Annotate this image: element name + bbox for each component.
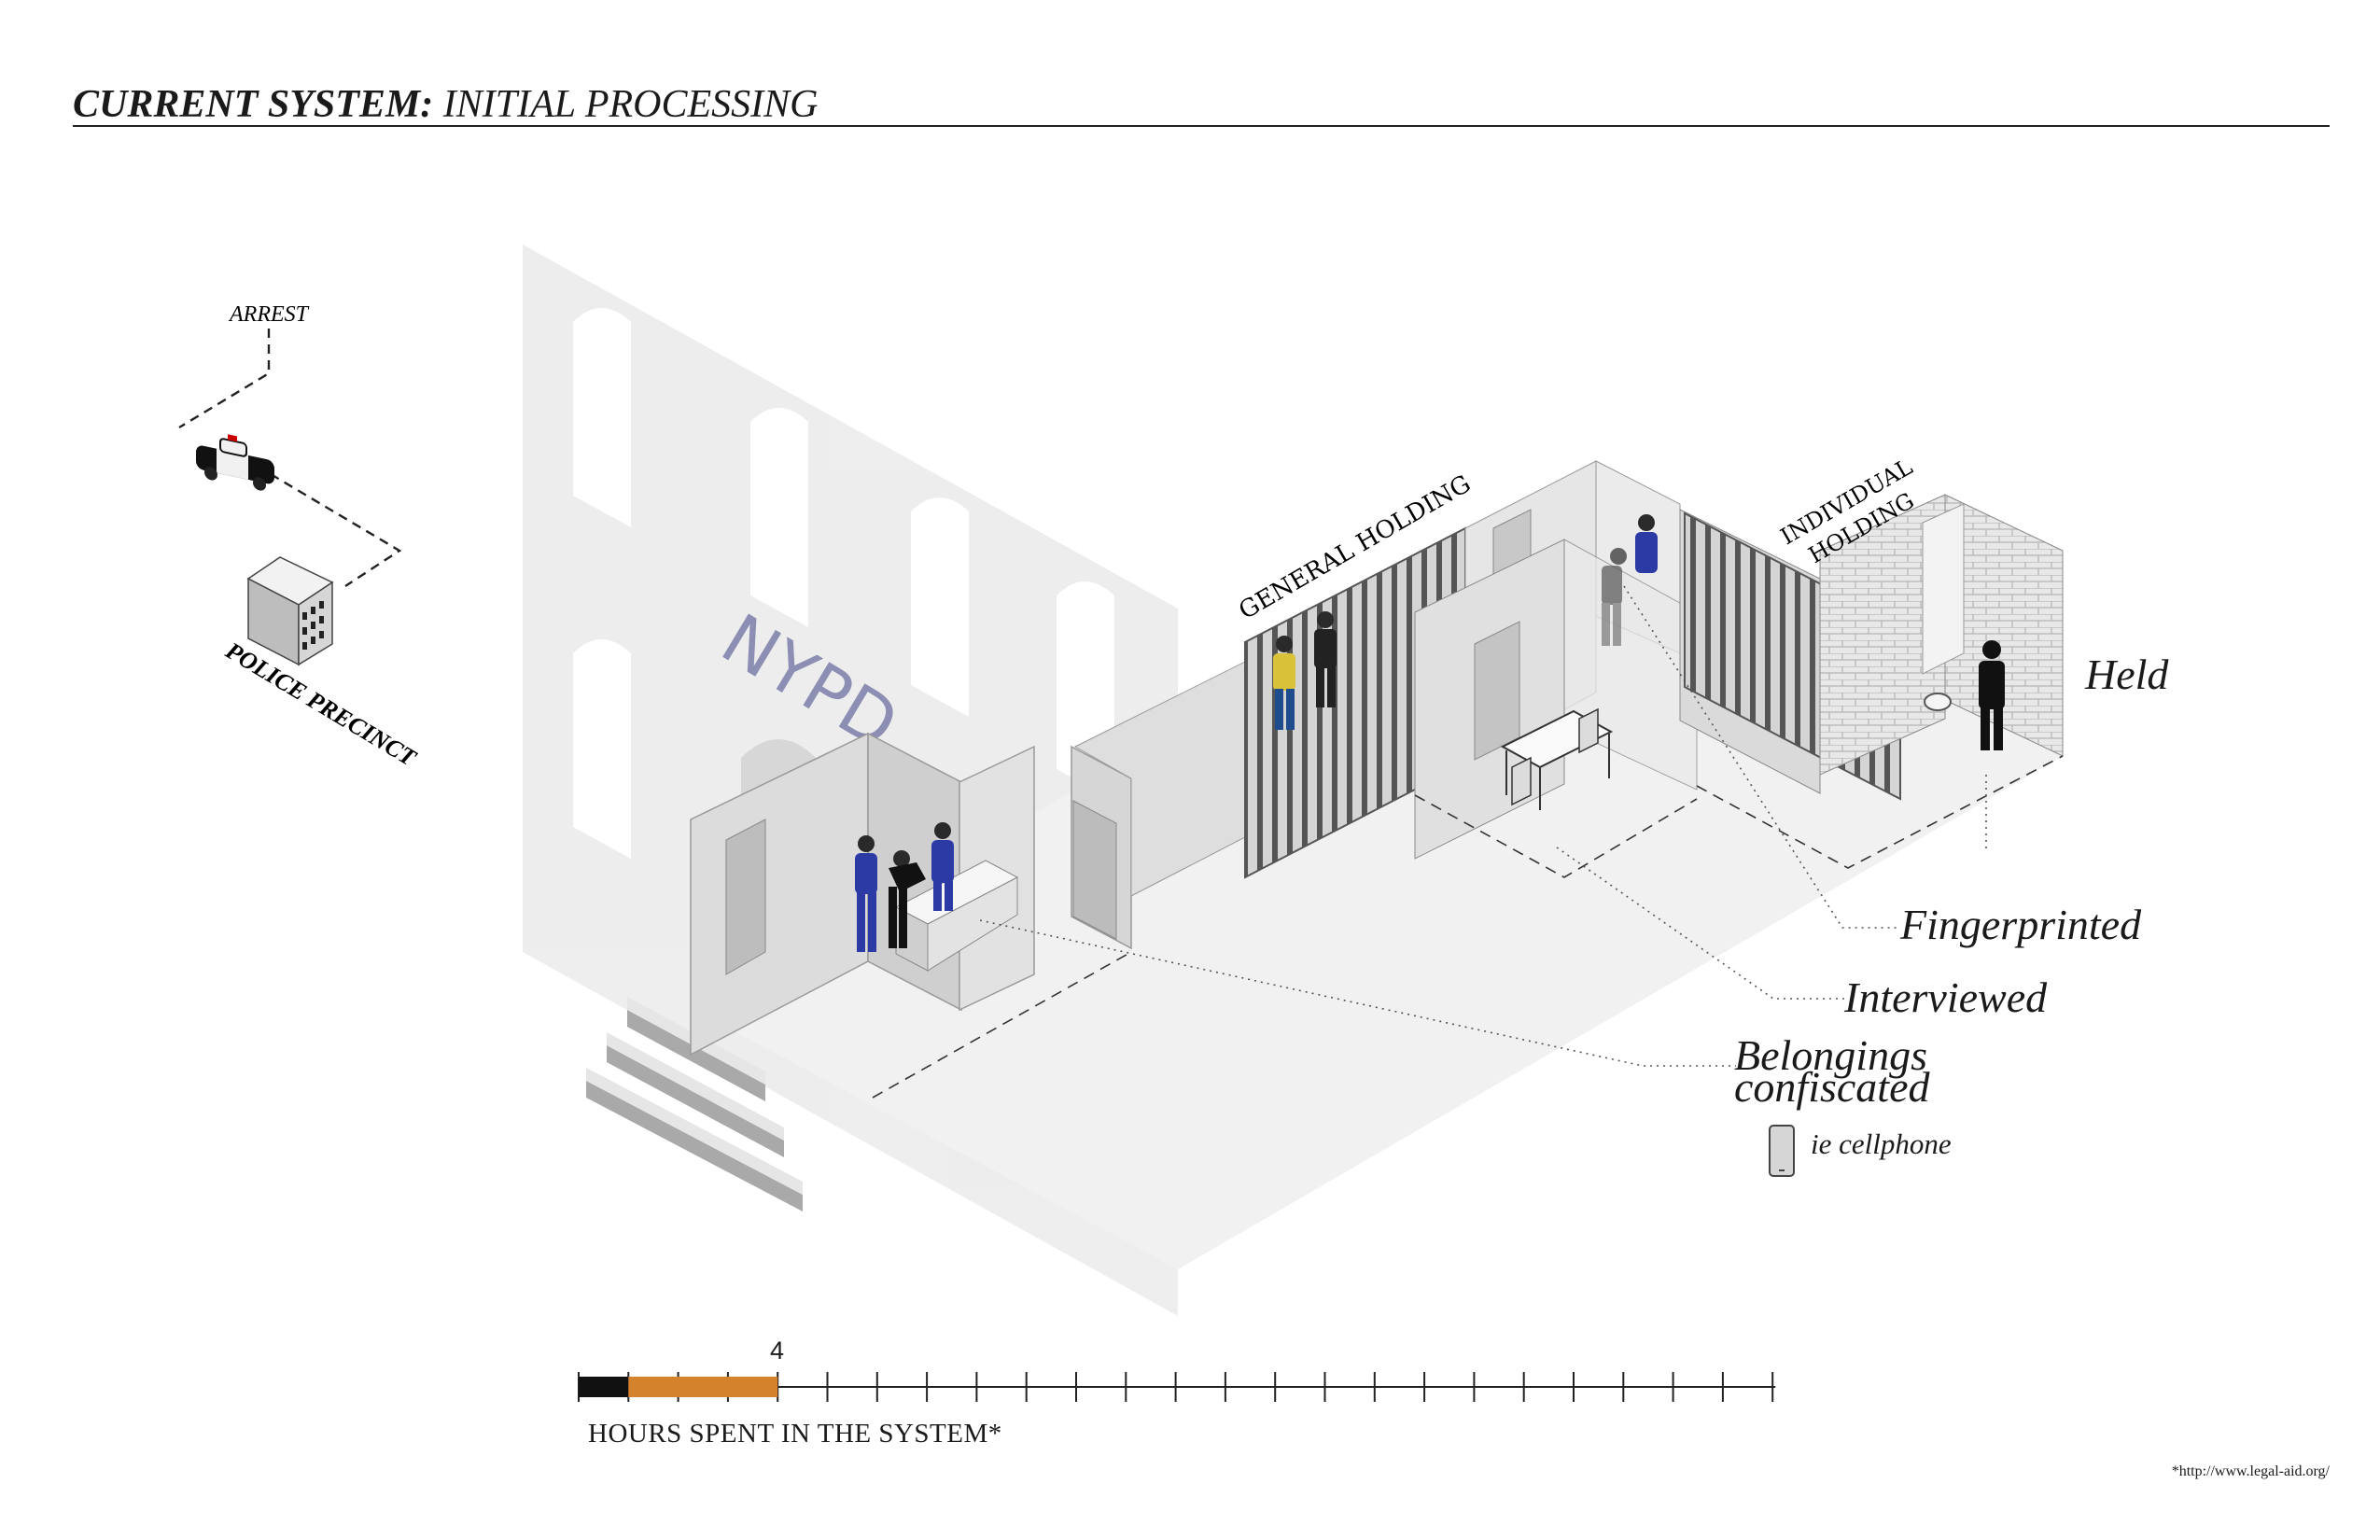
police-precinct-label: POLICE PRECINCT	[220, 637, 422, 772]
interview-room	[1414, 514, 1698, 860]
timeline-black-segment	[579, 1377, 629, 1397]
belongings-label-line1: Belongings	[1734, 1031, 1927, 1079]
police-car-icon	[196, 434, 274, 491]
hours-timeline	[578, 1372, 1776, 1402]
timeline-axis-label: HOURS SPENT IN THE SYSTEM*	[588, 1419, 1002, 1449]
dark-detainee-figure	[1314, 611, 1337, 707]
footnote: *http://www.legal-aid.org/	[2171, 1463, 2330, 1479]
officer-behind-desk-figure	[931, 822, 954, 911]
floor-outlines	[872, 755, 2064, 1099]
title-rule	[73, 125, 2330, 127]
fingerprinted-label: Fingerprinted	[1900, 901, 2142, 948]
timeline-hour-marker: 4	[770, 1337, 785, 1365]
fingerprint-detainee-figure	[1602, 548, 1627, 646]
held-label: Held	[2085, 651, 2169, 698]
cellphone-icon	[1769, 1125, 1795, 1177]
fingerprint-officer-figure	[1635, 514, 1658, 573]
individual-holding-block	[1679, 494, 2064, 801]
detainee-figure	[889, 850, 926, 948]
precinct-building-icon	[246, 556, 334, 666]
timeline-orange-segment	[628, 1377, 778, 1397]
interviewed-label: Interviewed	[1844, 973, 2048, 1021]
intake-figures	[855, 822, 954, 952]
cellphone-label: ie cellphone	[1811, 1127, 1952, 1160]
general-holding-figures	[1273, 611, 1337, 730]
callout-leaders	[979, 585, 1987, 1067]
belongings-label-line2: confiscated	[1734, 1063, 1930, 1111]
entry-steps	[586, 997, 803, 1211]
arrest-path	[178, 329, 402, 588]
arrest-label: ARREST	[228, 302, 310, 327]
held-person-figure	[1979, 640, 2005, 750]
page-title: CURRENT SYSTEM: INITIAL PROCESSING	[73, 83, 819, 126]
yellow-detainee-figure	[1273, 636, 1295, 730]
officer-figure	[855, 835, 877, 952]
